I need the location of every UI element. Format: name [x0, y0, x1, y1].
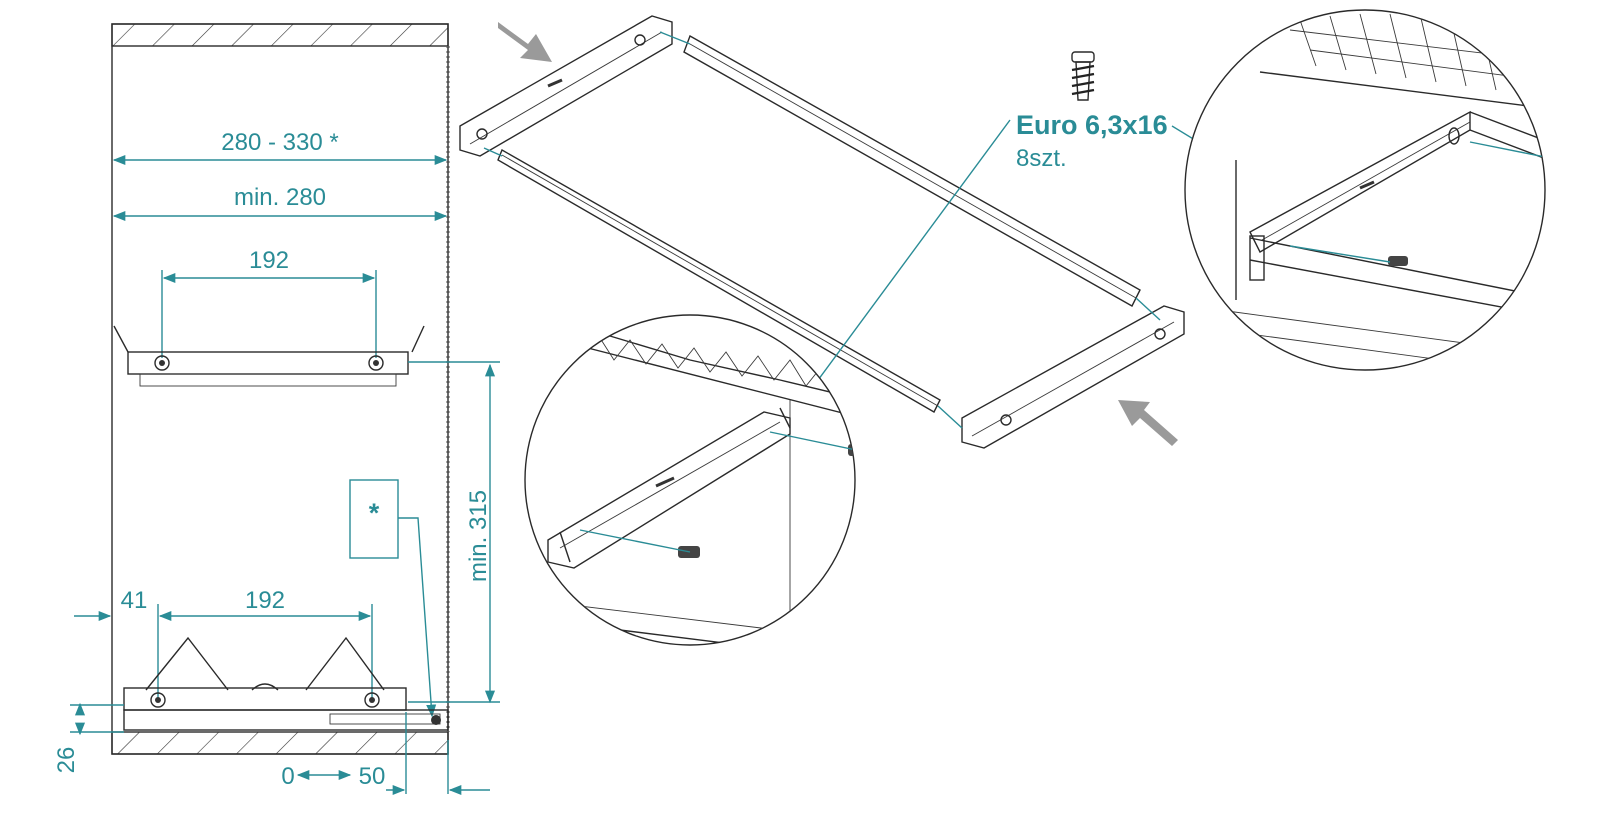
min-height-label: min. 315	[465, 490, 492, 582]
push-arrow-left	[498, 22, 552, 62]
screw-qty-label: 8szt.	[1016, 145, 1067, 172]
slide-0-label: 0	[281, 763, 294, 790]
connect-line-2	[483, 147, 503, 157]
offset-41-label: 41	[121, 587, 148, 614]
connect-line-4	[937, 405, 963, 429]
width-range-label: 280 - 330 *	[221, 129, 338, 156]
bottom-rail	[123, 636, 449, 731]
min-width-label: min. 280	[234, 184, 326, 211]
bottom-panel-hatch	[111, 731, 449, 755]
rail-bracket-right	[961, 305, 1185, 449]
asterisk-label: *	[369, 498, 380, 528]
exploded-assembly	[459, 15, 1185, 449]
rail-bracket-left	[459, 15, 673, 157]
connect-line-1	[659, 31, 691, 45]
push-arrow-right	[1118, 400, 1178, 446]
connect-line-3	[1135, 297, 1161, 321]
detail-circle-left	[524, 314, 856, 646]
detail-circle-right	[1184, 9, 1546, 371]
asterisk-leader	[398, 517, 437, 718]
cabinet-section: 280 - 330 * min. 280 192 min. 315 *	[53, 23, 500, 796]
height-26-label: 26	[53, 747, 80, 774]
bottom-spacing-label: 192	[245, 587, 285, 614]
asterisk-box	[349, 479, 399, 559]
screw-icon	[1071, 51, 1095, 101]
screw-name-label: Euro 6,3x16	[1016, 110, 1168, 140]
slide-50-label: 50	[359, 763, 386, 790]
long-rail-front	[497, 148, 941, 413]
top-rail	[113, 325, 425, 387]
long-rail-back	[683, 34, 1141, 307]
top-spacing-label: 192	[249, 247, 289, 274]
top-panel-hatch	[111, 23, 449, 47]
